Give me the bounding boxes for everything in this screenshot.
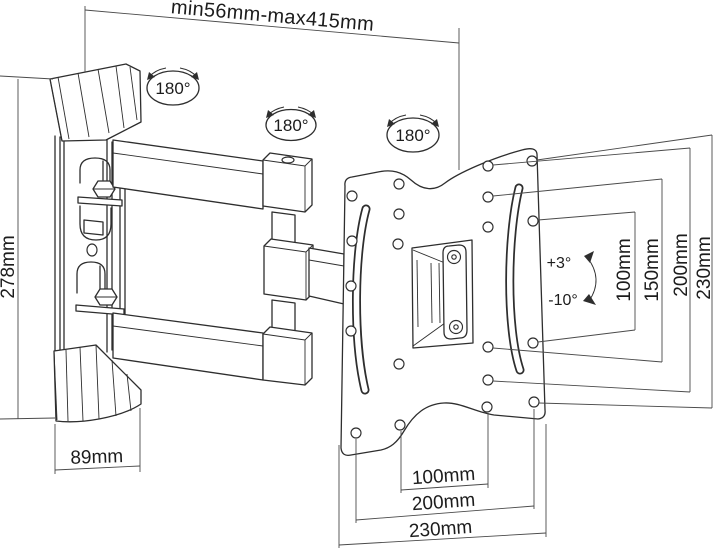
- tilt-cheek-plate: [442, 244, 468, 340]
- swivel-badge-2: 180°: [265, 106, 317, 142]
- tilt-mount: [411, 239, 474, 349]
- dimension-foot-depth: 89mm: [54, 408, 141, 474]
- bottom-foot: [53, 344, 142, 423]
- lower-arm: [112, 312, 264, 381]
- extension-range-label: min56mm-max415mm: [170, 0, 375, 36]
- dimension-width-200: 200mm: [355, 409, 535, 523]
- extension-arm: [308, 247, 345, 305]
- height-100-label: 100mm: [614, 238, 635, 301]
- swivel-angle-label-3: 180°: [395, 126, 430, 145]
- swivel-badge-1: 180°: [146, 67, 200, 106]
- tilt-annotation: +3° -10°: [547, 251, 597, 309]
- left-arc-slot: [352, 204, 371, 395]
- bracket-height-label: 278mm: [0, 235, 19, 298]
- pivot-bottom-block: [262, 326, 313, 386]
- rail-round-hole: [86, 243, 98, 257]
- top-foot: [49, 63, 142, 142]
- width-100-label: 100mm: [411, 464, 476, 489]
- tilt-arrow-up: [584, 251, 594, 263]
- rail-rect-hole: [83, 219, 104, 236]
- width-230-label: 230mm: [408, 517, 473, 542]
- dimension-height-200: 200mm: [492, 147, 692, 393]
- articulating-arm: [112, 139, 345, 386]
- pivot-middle-block: [263, 238, 314, 301]
- dimension-width-100: 100mm: [400, 413, 489, 493]
- tilt-arc: [586, 256, 597, 302]
- right-arc-slot: [505, 183, 525, 375]
- vesa-holes: [345, 155, 540, 439]
- pivot-top-block: [262, 152, 313, 213]
- dimension-bracket-height: 278mm: [0, 75, 56, 420]
- swivel-angle-label-2: 180°: [273, 116, 308, 135]
- tilt-down-label: -10°: [548, 292, 578, 309]
- tilt-up-label: +3°: [547, 255, 572, 272]
- dimension-width-230: 230mm: [338, 424, 547, 548]
- rail-details: [75, 157, 125, 316]
- height-150-label: 150mm: [642, 238, 663, 301]
- height-200-label: 200mm: [671, 233, 692, 296]
- foot-depth-label: 89mm: [70, 446, 123, 469]
- upper-arm: [112, 139, 264, 210]
- swivel-badge-3: 180°: [386, 114, 440, 153]
- dimension-height-230: 230mm: [536, 134, 715, 409]
- dimension-height-100: 100mm: [537, 211, 636, 343]
- height-230-label: 230mm: [694, 236, 715, 299]
- tilt-arrow-down: [583, 294, 596, 305]
- swivel-angle-label-1: 180°: [155, 79, 190, 98]
- dimension-height-150: 150mm: [492, 178, 663, 363]
- width-200-label: 200mm: [411, 490, 476, 515]
